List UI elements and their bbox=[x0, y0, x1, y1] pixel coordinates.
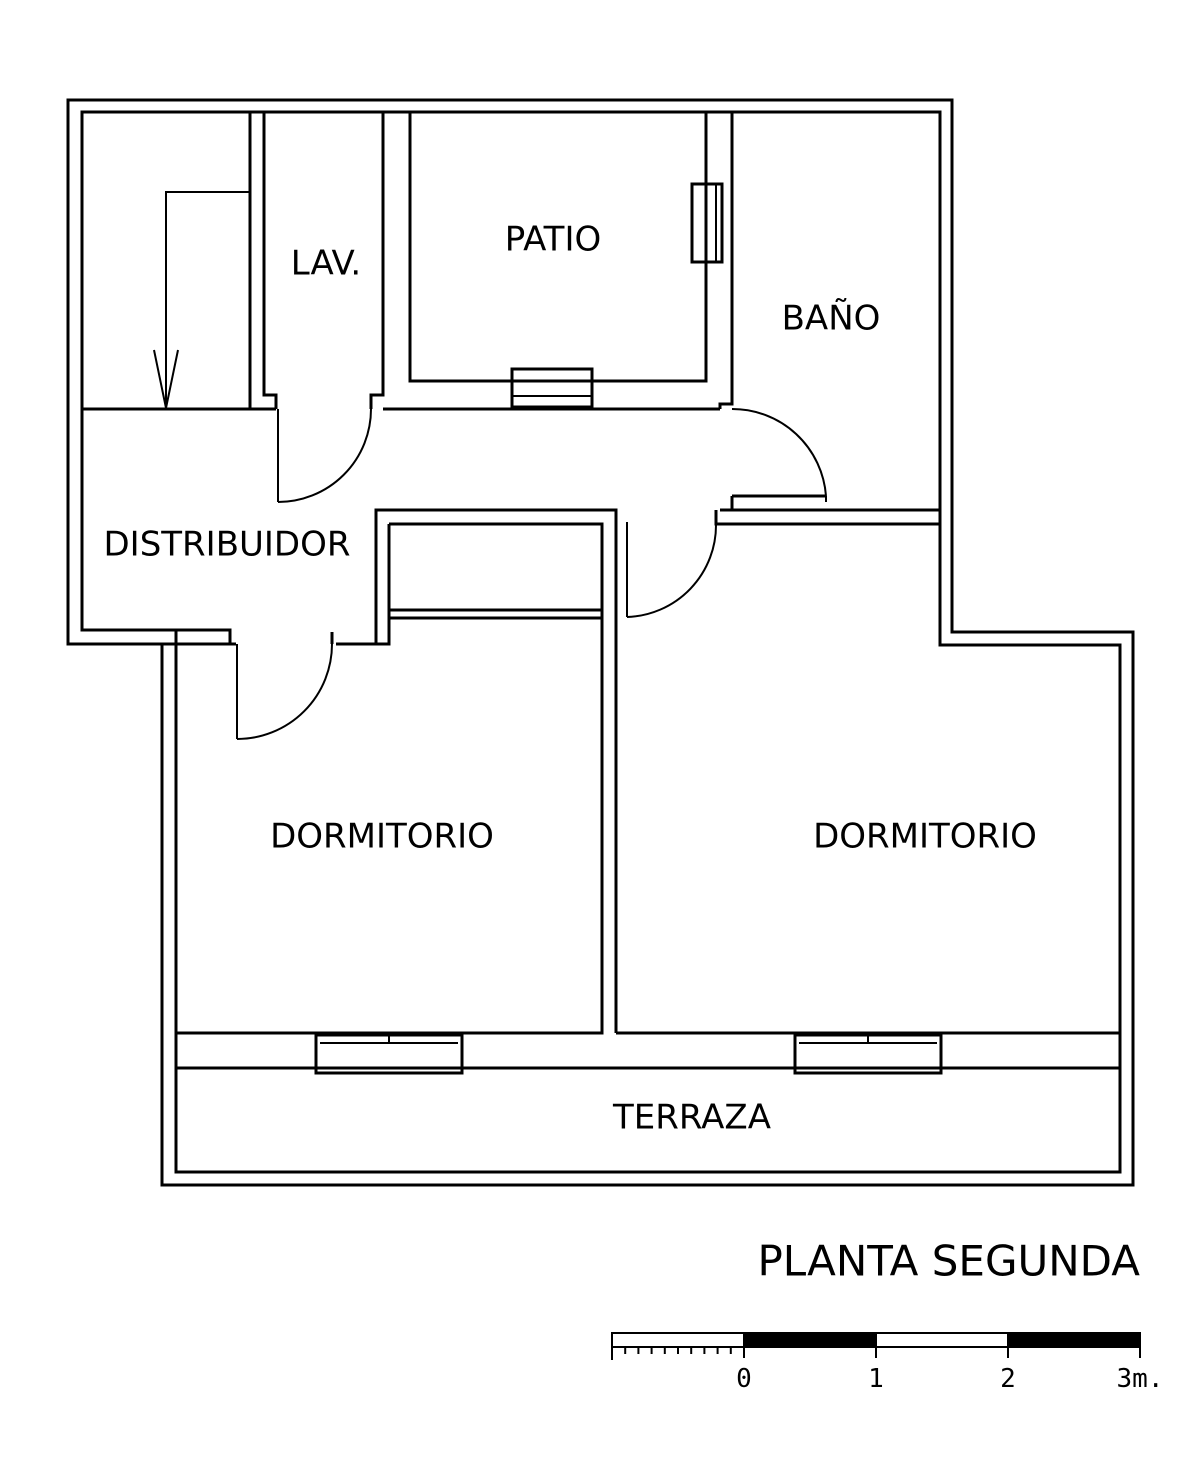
outer-wall-outline bbox=[66, 98, 1135, 1187]
patio-room bbox=[408, 112, 724, 409]
stair-arrow-icon bbox=[153, 349, 179, 409]
dormitorio-2-top-wall bbox=[626, 510, 940, 618]
room-label-terraza: TERRAZA bbox=[612, 1098, 771, 1138]
stair bbox=[82, 112, 276, 411]
scale-label-1: 1 bbox=[868, 1364, 884, 1394]
scale-label-2: 2 bbox=[1000, 1364, 1016, 1394]
scale-label-0: 0 bbox=[736, 1364, 752, 1394]
room-label-dormitorio-2: DORMITORIO bbox=[813, 817, 1037, 857]
room-label-bano: BAÑO bbox=[782, 299, 881, 339]
lav-room bbox=[262, 112, 385, 503]
room-label-lav: LAV. bbox=[291, 244, 362, 284]
central-partition bbox=[176, 508, 1120, 1035]
plan-title: PLANTA SEGUNDA bbox=[757, 1237, 1140, 1286]
scale-label-3: 3m. bbox=[1117, 1364, 1164, 1394]
scale-bar: 0 1 2 3m. bbox=[611, 1332, 1164, 1394]
distribuidor-bottom-wall bbox=[82, 628, 334, 740]
bano-room bbox=[718, 112, 940, 512]
room-label-distribuidor: DISTRIBUIDOR bbox=[103, 525, 350, 565]
room-label-dormitorio-1: DORMITORIO bbox=[270, 817, 494, 857]
room-label-patio: PATIO bbox=[505, 220, 602, 260]
scale-subticks bbox=[624, 1347, 732, 1354]
terraza-area bbox=[174, 1033, 1122, 1174]
